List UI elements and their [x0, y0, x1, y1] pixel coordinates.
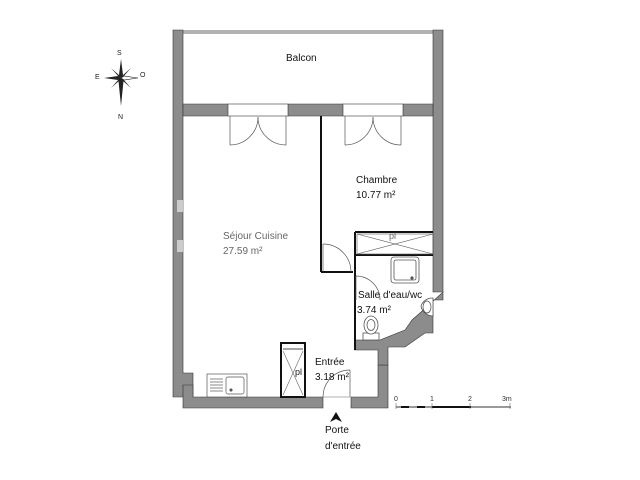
room-name: Salle d'eau/wc: [358, 290, 423, 301]
entry-closet-icon: [280, 342, 306, 398]
balcony-windows: [227, 103, 404, 117]
entrance-label-line2: d'entrée: [325, 441, 361, 452]
partitions: [320, 116, 433, 350]
scale-tick-0: 0: [394, 396, 398, 403]
compass-west-label: O: [140, 72, 146, 79]
room-area: 10.77 m²: [356, 190, 396, 201]
compass-north-label: N: [118, 114, 124, 121]
shower-icon: [390, 256, 420, 284]
scale-tick-3: 3m: [502, 396, 512, 403]
entrance-label-line1: Porte: [325, 425, 349, 436]
walls: [172, 29, 444, 409]
room-area: 27.59 m²: [223, 246, 263, 257]
bathroom-door-icon: [355, 275, 381, 301]
compass-south-label: S: [117, 50, 122, 57]
room-balcon: Balcon: [286, 52, 317, 65]
shower-closet-label: pl: [389, 231, 397, 241]
room-area: 3.18 m²: [315, 372, 349, 383]
chambre-door-icon: [322, 243, 352, 273]
room-name: Chambre: [356, 175, 398, 186]
compass-east-label: E: [95, 74, 100, 81]
scale-bar: [395, 403, 511, 409]
shower-closet-icon: [356, 233, 434, 255]
french-door-chambre-icon: [344, 116, 402, 146]
entry-closet-label: pl: [295, 367, 303, 377]
room-salle-eau: Salle d'eau/wc 3.74 m²: [357, 289, 423, 317]
balcony-outline: [183, 30, 433, 34]
room-entree: Entrée 3.18 m²: [315, 356, 349, 384]
room-name: Séjour Cuisine: [223, 231, 289, 242]
entry-door-icon: [322, 369, 351, 398]
scale-tick-1: 1: [430, 396, 434, 403]
room-name: Balcon: [286, 53, 317, 64]
toilet-icon: [362, 315, 380, 341]
entrance-arrow-icon: [330, 412, 342, 422]
compass-rose-icon: [104, 59, 139, 106]
french-door-sejour-icon: [229, 116, 287, 146]
room-name: Entrée: [315, 357, 345, 368]
room-area: 3.74 m²: [357, 305, 391, 316]
scale-tick-2: 2: [468, 396, 472, 403]
room-chambre: Chambre 10.77 m²: [356, 174, 397, 202]
kitchen-sink-icon: [206, 373, 248, 398]
room-sejour: Séjour Cuisine 27.59 m²: [223, 230, 288, 258]
entrance-label: Porte d'entrée: [325, 424, 361, 453]
washbasin-icon: [420, 297, 434, 317]
